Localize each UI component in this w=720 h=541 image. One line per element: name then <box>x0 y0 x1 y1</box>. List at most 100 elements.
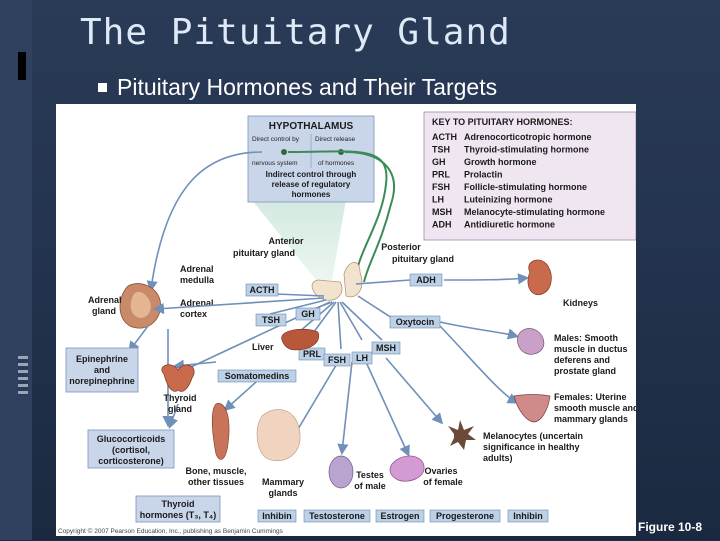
hypothalamus-title: HYPOTHALAMUS <box>269 121 354 132</box>
indirect-control-line3: hormones <box>292 190 331 199</box>
tag-lh: LH <box>351 351 373 365</box>
tag-progesterone: Progesterone <box>429 509 501 523</box>
kidneys-label: Kidneys <box>563 298 598 308</box>
slide-title: The Pituitary Gland <box>80 12 511 53</box>
tag-inhibin-2: Inhibin <box>507 509 549 523</box>
neural-tract-1 <box>287 150 388 281</box>
diagram-label: and <box>94 365 110 375</box>
diagram-label: ADH <box>416 275 436 285</box>
pituitary-gland <box>311 262 363 301</box>
key-abbr: PRL <box>432 170 451 180</box>
melanocytes-label-2: significance in healthy <box>483 442 580 452</box>
testes-label-2: of male <box>354 481 386 491</box>
tag-oxytocin: Oxytocin <box>389 315 441 329</box>
glucocorticoids-box: Glucocorticoids (cortisol, corticosteron… <box>87 429 175 469</box>
adrenal-medulla-label-1: Adrenal <box>180 264 214 274</box>
epinephrine-box: Epinephrine and norepinephrine <box>65 347 139 393</box>
key-name: Follicle-stimulating hormone <box>464 182 587 192</box>
diagram-label: ACTH <box>250 285 275 295</box>
diagram-label: hormones (T₃, T₄) <box>140 510 216 520</box>
key-abbr: TSH <box>432 145 450 155</box>
bullet-item: Pituitary Hormones and Their Targets <box>98 74 498 101</box>
tag-inhibin-1: Inhibin <box>257 509 297 523</box>
diagram-label: Inhibin <box>513 511 543 521</box>
diagram-label: FSH <box>328 355 346 365</box>
key-name: Adrenocorticotropic hormone <box>464 132 592 142</box>
tag-msh: MSH <box>371 341 401 355</box>
diagram-label: Somatomedins <box>225 371 290 381</box>
diagram-label: Oxytocin <box>396 317 435 327</box>
diagram-label: LH <box>356 353 368 363</box>
adrenal-cortex-label-2: cortex <box>180 309 207 319</box>
testes <box>328 455 354 489</box>
portal-funnel <box>252 200 346 280</box>
tag-fsh: FSH <box>323 353 351 367</box>
bone-label-2: other tissues <box>188 477 244 487</box>
neural-tract-2 <box>344 151 395 283</box>
key-name: Growth hormone <box>464 157 537 167</box>
hypothalamus-box: HYPOTHALAMUS Direct control by nervous s… <box>247 115 375 203</box>
tag-prl: PRL <box>298 347 326 361</box>
key-name: Prolactin <box>464 170 503 180</box>
key-abbr: MSH <box>432 207 452 217</box>
liver <box>281 328 319 351</box>
key-abbr: FSH <box>432 182 450 192</box>
copyright: Copyright © 2007 Pearson Education, Inc.… <box>58 527 284 535</box>
uterus <box>513 394 551 423</box>
anterior-label-1: Anterior <box>268 236 304 246</box>
figure-label: Figure 10-8 <box>638 520 703 534</box>
key-abbr: ACTH <box>432 132 457 142</box>
testes-label-1: Testes <box>356 470 384 480</box>
posterior-label-1: Posterior <box>381 242 421 252</box>
diagram-label: (cortisol, <box>112 445 150 455</box>
tag-acth: ACTH <box>245 283 279 297</box>
tag-testosterone: Testosterone <box>303 509 371 523</box>
nerve-to-adrenal <box>146 151 263 293</box>
key-abbr: GH <box>432 157 446 167</box>
diagram-label: corticosterone) <box>98 456 164 466</box>
accent-bar-top <box>18 52 26 80</box>
adrenal-gland <box>119 283 161 329</box>
hormone-arrows <box>128 273 530 459</box>
diagram-label: Epinephrine <box>76 354 128 364</box>
ovaries <box>389 455 425 482</box>
diagram-label: GH <box>301 309 315 319</box>
tag-estrogen: Estrogen <box>375 509 425 523</box>
males-label-2: muscle in ductus <box>554 344 628 354</box>
diagram-label: Testosterone <box>309 511 365 521</box>
thyroid-label-2: gland <box>168 404 192 414</box>
males-label-1: Males: Smooth <box>554 333 618 343</box>
mammary-label-1: Mammary <box>262 477 304 487</box>
accent-bar-striped <box>18 356 28 396</box>
mammary-label-2: glands <box>268 488 297 498</box>
kidney <box>527 259 552 296</box>
indirect-control-line2: release of regulatory <box>272 180 351 189</box>
females-label-1: Females: Uterine <box>554 392 627 402</box>
key-abbr: LH <box>432 195 444 205</box>
diagram-label: Inhibin <box>262 511 292 521</box>
key-name: Melanocyte-stimulating hormone <box>464 207 605 217</box>
left-accent-band <box>0 0 32 540</box>
melanocytes-label-1: Melanocytes (uncertain <box>483 431 583 441</box>
melanocyte <box>448 420 476 450</box>
diagram-label: MSH <box>376 343 396 353</box>
ovaries-label-2: of female <box>423 477 463 487</box>
key-name: Thyroid-stimulating hormone <box>464 145 589 155</box>
tag-somatomedins: Somatomedins <box>217 369 297 383</box>
melanocytes-label-3: adults) <box>483 453 513 463</box>
diagram-label: Estrogen <box>380 511 419 521</box>
males-label-4: prostate gland <box>554 366 616 376</box>
females-label-2: smooth muscle and <box>554 403 636 413</box>
adrenal-gland-label-1: Adrenal <box>88 295 122 305</box>
bone-label-1: Bone, muscle, <box>185 466 246 476</box>
males-label-3: deferens and <box>554 355 610 365</box>
male-organ <box>517 328 545 355</box>
mammary <box>256 409 301 462</box>
key-abbr: ADH <box>432 220 452 230</box>
indirect-control-line1: Indirect control through <box>266 170 357 179</box>
bullet-text: Pituitary Hormones and Their Targets <box>117 74 498 100</box>
thyroid-gland <box>161 364 195 392</box>
